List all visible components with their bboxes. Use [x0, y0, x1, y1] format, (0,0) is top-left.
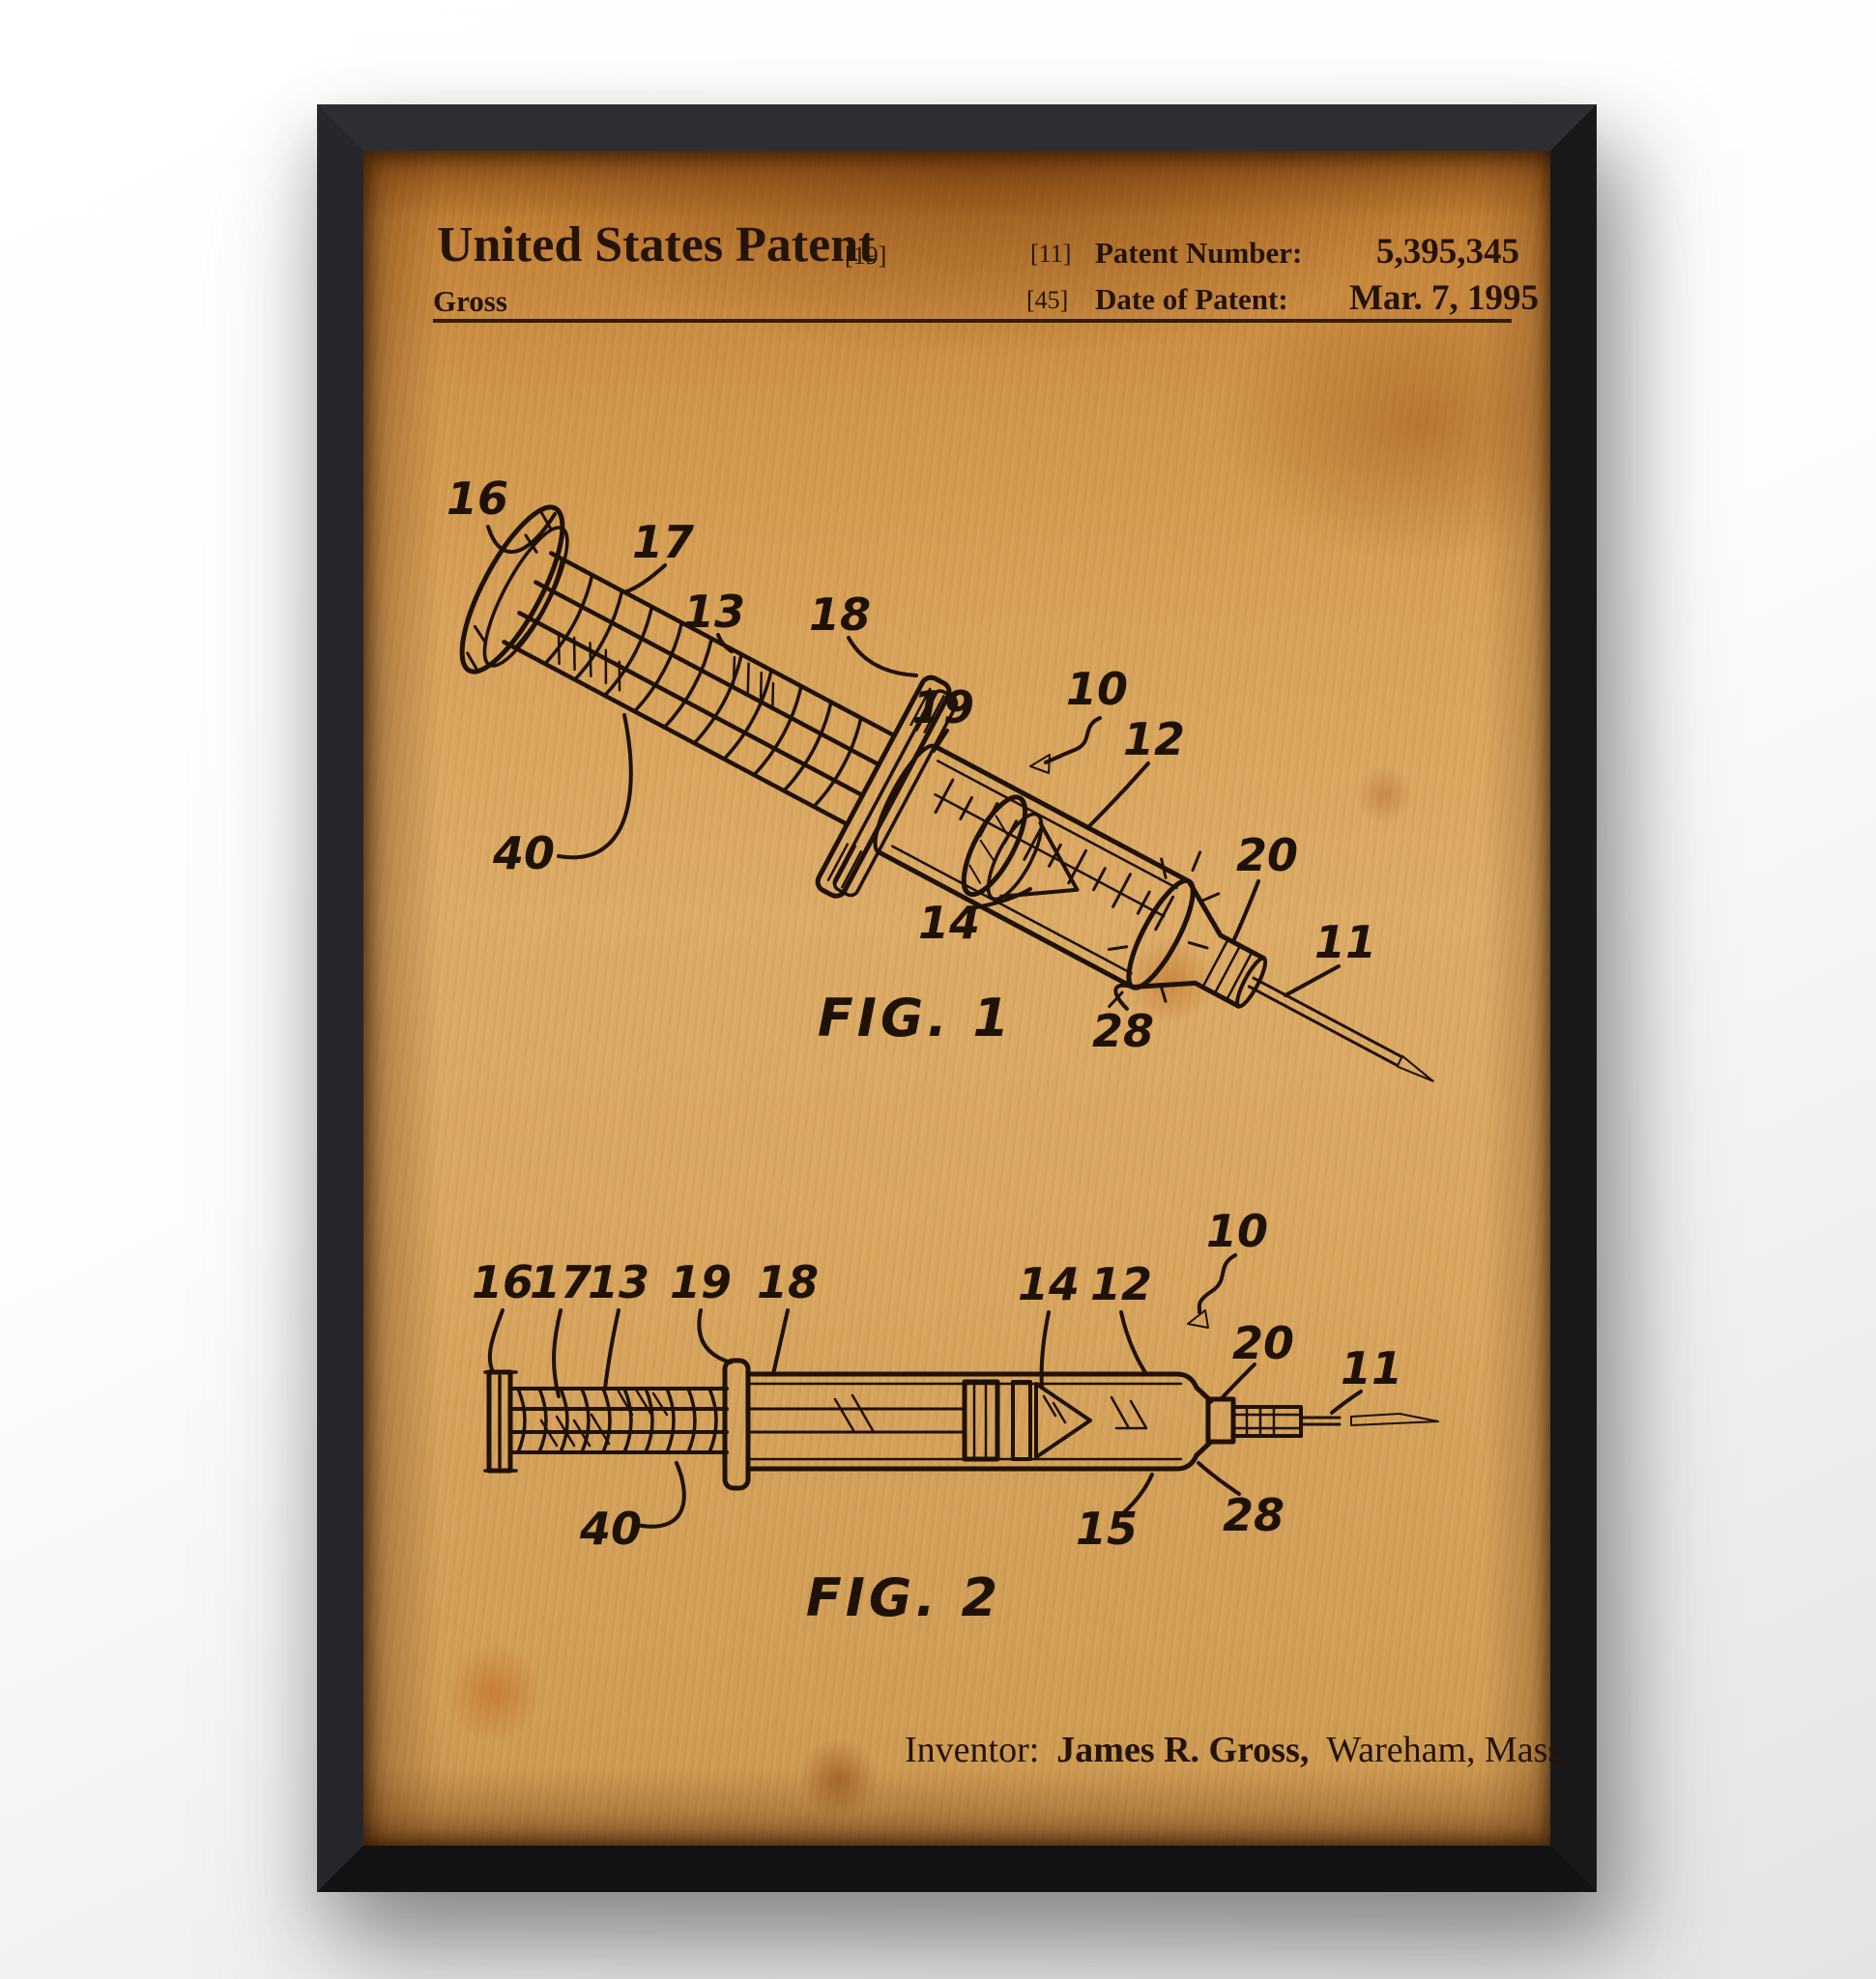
inventor-line: Inventor: James R. Gross, Wareham, Mass.	[905, 1732, 1572, 1768]
patent-paper: United States Patent [19] [11] Patent Nu…	[363, 151, 1550, 1846]
patent-title: United States Patent	[437, 220, 876, 271]
inventor-label: Inventor:	[905, 1732, 1039, 1768]
inventor-name: James R. Gross,	[1056, 1732, 1309, 1768]
patent-number-value: 5,395,345	[1376, 234, 1519, 270]
applicant-surname: Gross	[433, 286, 507, 316]
patent-number-label: Patent Number:	[1095, 238, 1302, 268]
date-of-patent-label: Date of Patent:	[1095, 284, 1288, 314]
date-bracket: [45]	[1026, 288, 1068, 313]
title-bracket-number: [19]	[845, 244, 886, 269]
date-of-patent-value: Mar. 7, 1995	[1349, 280, 1539, 316]
number-bracket: [11]	[1030, 242, 1071, 267]
header-divider-rule	[433, 319, 1512, 323]
inventor-location: Wareham, Mass.	[1326, 1732, 1571, 1768]
picture-frame: United States Patent [19] [11] Patent Nu…	[317, 104, 1597, 1892]
